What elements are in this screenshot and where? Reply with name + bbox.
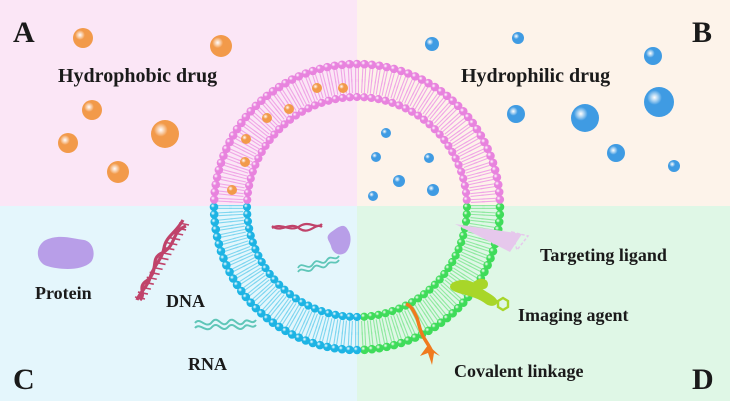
hydrophilic-drug-label: Hydrophilic drug [461, 65, 611, 87]
rna-icon [194, 318, 257, 326]
rna-label: RNA [188, 354, 227, 374]
protein-icon [37, 236, 94, 269]
rna-icon [194, 324, 257, 331]
panel-c-letter: C [13, 363, 35, 396]
imaging-agent-label: Imaging agent [518, 305, 629, 325]
protein-icon [327, 225, 351, 255]
panel-b-background [357, 0, 730, 206]
covalent-linkage-label: Covalent linkage [454, 361, 584, 381]
rna-icon [297, 259, 340, 273]
panel-a-letter: A [13, 16, 35, 49]
dna-icon [134, 219, 190, 302]
rna-icon [297, 255, 340, 269]
imaging-agent-icon [450, 278, 510, 312]
liposome-bilayer [209, 59, 505, 355]
hydrophobic-drug-particles [58, 28, 348, 195]
targeting-ligand-label: Targeting ligand [540, 245, 667, 265]
panel-d-background [357, 206, 730, 401]
hydrophilic-drug-particles [368, 32, 680, 201]
panel-d-letter: D [692, 363, 714, 396]
hexagon-icon [496, 296, 510, 312]
hydrophobic-drug-label: Hydrophobic drug [58, 65, 218, 87]
dna-label: DNA [166, 291, 205, 311]
targeting-ligand-icon [455, 224, 522, 252]
covalent-linkage-icon [405, 302, 440, 365]
targeting-ligand-socket-icon [510, 230, 530, 252]
panel-a-background [0, 0, 357, 206]
protein-label: Protein [35, 283, 92, 303]
panel-b-letter: B [692, 16, 713, 49]
dna-icon [271, 222, 323, 232]
